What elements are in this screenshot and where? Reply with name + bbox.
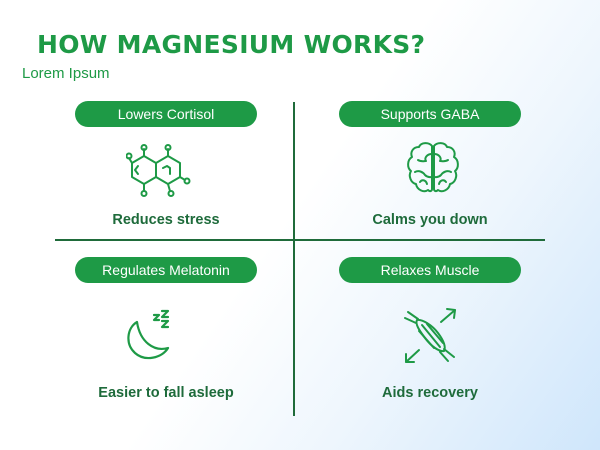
pill-supports-gaba: Supports GABA: [339, 101, 521, 127]
caption-calms-you-down: Calms you down: [372, 212, 488, 228]
horizontal-divider: [55, 239, 545, 241]
pill-lowers-cortisol: Lowers Cortisol: [75, 101, 257, 127]
page-title: HOW MAGNESIUM WORKS?: [37, 30, 426, 59]
vertical-divider: [293, 102, 295, 416]
page-subtitle: Lorem Ipsum: [22, 65, 110, 82]
caption-aids-recovery: Aids recovery: [382, 385, 478, 401]
pill-relaxes-muscle: Relaxes Muscle: [339, 257, 521, 283]
muscle-icon: [404, 308, 456, 363]
caption-easier-to-fall-asleep: Easier to fall asleep: [98, 385, 234, 401]
moon-sleep-icon: [127, 309, 170, 360]
molecule-icon: [126, 144, 191, 197]
caption-reduces-stress: Reduces stress: [112, 212, 220, 228]
brain-icon: [407, 142, 459, 193]
pill-regulates-melatonin: Regulates Melatonin: [75, 257, 257, 283]
